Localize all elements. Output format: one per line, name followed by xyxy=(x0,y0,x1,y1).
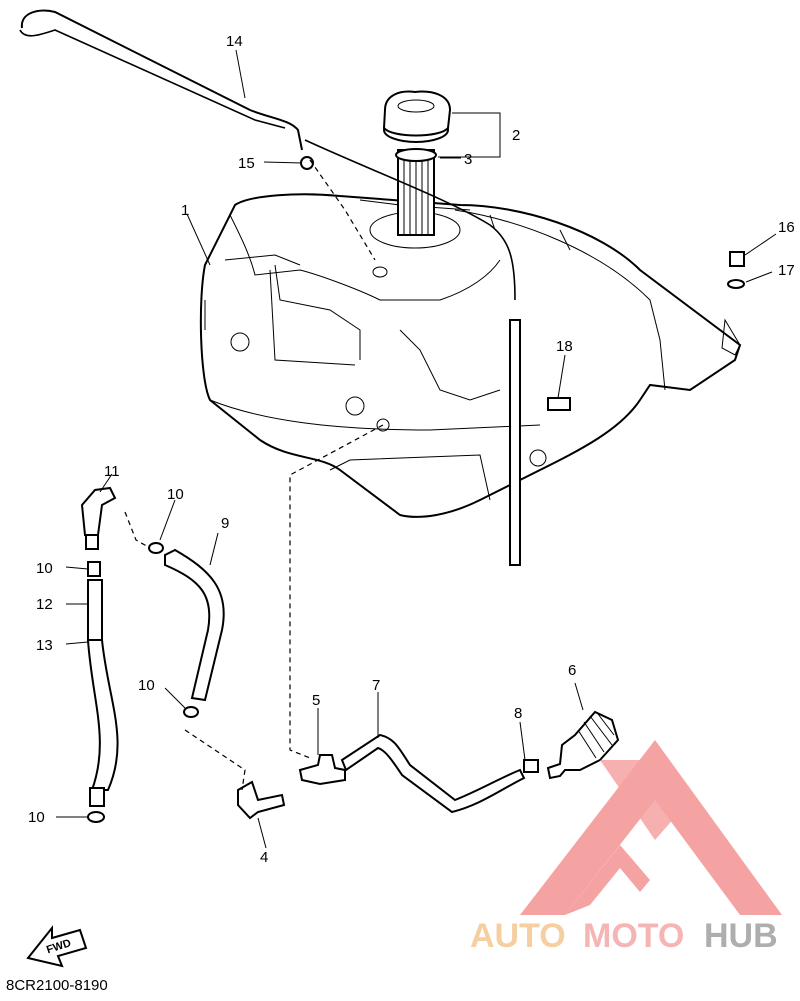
watermark-text-auto: AUTO xyxy=(470,917,566,955)
watermark-triangle xyxy=(520,740,782,915)
clamp-15 xyxy=(300,156,314,170)
callout-18: 18 xyxy=(556,338,573,355)
pipe-7 xyxy=(340,733,526,814)
bolt-16 xyxy=(729,251,745,267)
callout-1: 1 xyxy=(181,202,189,219)
clip-18 xyxy=(547,397,571,411)
hose-9 xyxy=(148,542,225,718)
callout-8: 8 xyxy=(514,705,522,722)
callout-10d: 10 xyxy=(28,809,45,826)
callout-4: 4 xyxy=(260,849,268,866)
fwd-arrow: FWD xyxy=(26,925,88,968)
fitting-4 xyxy=(237,780,286,820)
callout-5: 5 xyxy=(312,692,320,709)
callout-11: 11 xyxy=(104,463,120,480)
washer-17 xyxy=(727,279,745,289)
watermark-logo: AUTO MOTO HUB xyxy=(470,740,782,955)
callout-14: 14 xyxy=(226,33,243,50)
callout-12: 12 xyxy=(36,596,53,613)
callout-17: 17 xyxy=(778,262,795,279)
leader-lines xyxy=(56,49,777,849)
routing-lines xyxy=(124,159,384,791)
callout-13: 13 xyxy=(36,637,53,654)
watermark-text-moto: MOTO xyxy=(583,917,684,955)
fitting-5 xyxy=(298,754,346,786)
callout-15: 15 xyxy=(238,155,255,172)
fuel-cap xyxy=(382,90,452,236)
callout-16: 16 xyxy=(778,219,795,236)
callout-10b: 10 xyxy=(36,560,53,577)
hose-assembly-left xyxy=(80,486,119,823)
callout-10a: 10 xyxy=(167,486,184,503)
callout-6: 6 xyxy=(568,662,576,679)
breather-hose xyxy=(19,9,521,566)
clamp-8 xyxy=(523,759,539,773)
callout-10c: 10 xyxy=(138,677,155,694)
callouts: 1 2 3 4 5 6 7 8 9 10 10 10 10 11 12 13 1… xyxy=(28,33,795,866)
callout-9: 9 xyxy=(221,515,229,532)
callout-2: 2 xyxy=(512,127,520,144)
callout-7: 7 xyxy=(372,677,380,694)
diagram-code: 8CR2100-8190 xyxy=(6,977,108,994)
fuel-tank xyxy=(199,193,742,518)
fuel-filter-6 xyxy=(546,710,620,780)
watermark-text-hub: HUB xyxy=(704,917,778,955)
callout-3: 3 xyxy=(464,151,472,168)
